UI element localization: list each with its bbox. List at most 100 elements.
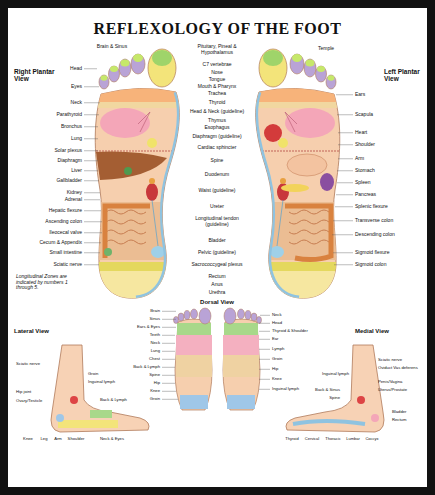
- text-label: Hip joint: [16, 390, 31, 395]
- text-label: Longitudinal tendon (guideline): [185, 216, 249, 227]
- illustration-part: [287, 154, 327, 176]
- organ-label: Spine: [149, 373, 160, 378]
- leader-line: [336, 194, 353, 195]
- organ-label: Brain: [150, 309, 160, 314]
- leader-line: [259, 339, 270, 340]
- leader-line: [84, 150, 98, 151]
- leader-line: [335, 206, 353, 207]
- right-plantar-foot: [90, 49, 185, 301]
- text-label: Trachea: [185, 91, 249, 97]
- leader-line: [162, 367, 175, 368]
- illustration-part: [104, 248, 112, 256]
- text-label: Sacrococcygeal plexus: [185, 262, 249, 268]
- text-label: Cervical: [305, 437, 319, 441]
- illustration-part: [178, 313, 184, 321]
- text-label: C7 vertebrae: [185, 62, 249, 68]
- text-label: Lumbar: [346, 437, 360, 441]
- illustration-part: [357, 396, 365, 404]
- medial-foot: [286, 345, 384, 432]
- text-label: Longitudinal Zones are indicated by numb…: [16, 274, 82, 291]
- view-title: Medial View: [355, 328, 389, 335]
- illustration-part: [191, 309, 198, 319]
- text-label: Esophagus: [185, 125, 249, 131]
- organ-label: Liver: [71, 168, 82, 174]
- text-label: Cardiac sphincter: [185, 145, 249, 151]
- leader-line: [84, 160, 98, 161]
- illustration-part: [105, 206, 150, 258]
- organ-label: Cecum & Appendix: [39, 240, 82, 246]
- organ-label: Knee: [272, 377, 282, 382]
- leader-line: [162, 351, 175, 352]
- text-label: Shoulder: [68, 437, 85, 442]
- leader-line: [162, 335, 175, 336]
- right-foot-organs: [96, 152, 167, 258]
- text-label: Penis/Vagina: [378, 380, 402, 385]
- illustration-part: [175, 319, 212, 410]
- organ-label: Inguinal lymph: [272, 387, 299, 392]
- text-label: Rectum: [392, 418, 406, 423]
- organ-label: Back & Lymph: [133, 365, 160, 370]
- organ-label: Heart: [355, 130, 367, 136]
- illustration-part: [176, 355, 212, 377]
- organ-label: Lung: [71, 136, 82, 142]
- illustration-part: [286, 345, 384, 432]
- illustration-part: [70, 396, 78, 404]
- leader-line: [333, 220, 353, 221]
- left-plantar-foot: [250, 49, 345, 301]
- illustration-part: [320, 173, 334, 191]
- text-label: Arm: [54, 437, 62, 442]
- organ-label: Descending colon: [355, 232, 395, 238]
- leader-line: [84, 199, 100, 200]
- organ-label: Ascending colon: [45, 219, 82, 225]
- leader-line: [84, 170, 98, 171]
- leader-line: [259, 379, 270, 380]
- text-label: Diaphragm (guideline): [185, 134, 249, 140]
- text-label: Back & Sinus: [315, 388, 340, 393]
- leader-line: [337, 170, 353, 171]
- organ-label: Sinus: [150, 317, 160, 322]
- text-label: Inguinal lymph: [322, 372, 349, 377]
- leader-line: [259, 369, 270, 370]
- illustration-part: [124, 167, 132, 175]
- text-label: Nose: [185, 70, 249, 76]
- leader-line: [84, 242, 101, 243]
- organ-label: Kidney: [67, 190, 82, 196]
- view-title: Lateral View: [14, 328, 49, 335]
- left-foot-organs: [264, 124, 334, 260]
- text-label: Head & Neck (guideline): [185, 109, 249, 115]
- text-label: Bladder: [392, 410, 406, 415]
- organ-label: Sigmoid colon: [355, 262, 386, 268]
- text-label: Anus: [185, 282, 249, 288]
- text-label: Pelvic (guideline): [185, 250, 249, 256]
- leader-line: [84, 126, 98, 127]
- organ-label: Sigmoid flexure: [355, 250, 389, 256]
- text-label: Ovary/Testicle: [16, 399, 42, 404]
- organ-label: Thyroid & Shoulder: [272, 329, 308, 334]
- text-label: Mouth & Pharynx: [185, 84, 249, 90]
- organ-label: Chest: [149, 357, 160, 362]
- text-label: Uterus/Prostate: [378, 388, 407, 393]
- text-label: Neck & Eyes: [100, 437, 124, 442]
- text-label: Thyroid: [185, 100, 249, 106]
- illustration-part: [180, 395, 208, 409]
- organ-label: Bronchus: [61, 124, 82, 130]
- leader-line: [84, 138, 98, 139]
- leader-line: [259, 349, 270, 350]
- leader-line: [84, 232, 102, 233]
- leader-line: [84, 192, 100, 193]
- organ-label: Splenic flexure: [355, 204, 388, 210]
- text-label: Tongue: [185, 77, 249, 83]
- organ-label: Ears & Eyes: [137, 325, 160, 330]
- text-label: Groin: [88, 372, 98, 377]
- leader-line: [84, 68, 97, 69]
- illustration-part: [51, 345, 149, 432]
- organ-label: Pancreas: [355, 192, 376, 198]
- organ-label: Groin: [150, 397, 160, 402]
- leader-line: [84, 102, 100, 103]
- leader-line: [162, 375, 175, 376]
- leader-line: [84, 210, 101, 211]
- leader-line: [338, 158, 353, 159]
- leader-line: [84, 221, 102, 222]
- organ-label: Lymph: [272, 347, 284, 352]
- organ-label: Gallbladder: [56, 178, 82, 184]
